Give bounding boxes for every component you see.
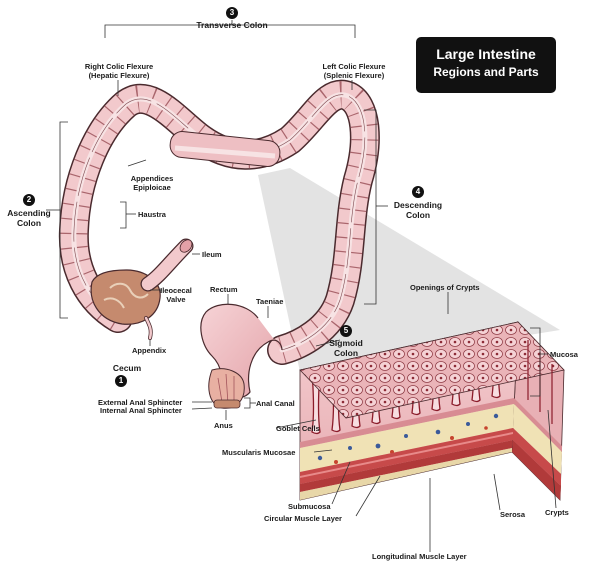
circular-muscle-label: Circular Muscle Layer bbox=[264, 514, 342, 523]
leader-lines bbox=[46, 20, 557, 552]
transverse-highlight bbox=[169, 131, 281, 167]
region-5-label: Sigmoid Colon bbox=[329, 338, 363, 358]
region-1-label: Cecum bbox=[112, 363, 142, 373]
region-2-label: Ascending Colon bbox=[7, 208, 51, 228]
int-sphincter-label: Internal Anal Sphincter bbox=[100, 406, 182, 415]
appendix-label: Appendix bbox=[132, 346, 167, 355]
muscularis-mucosae-label: Muscularis Mucosae bbox=[222, 448, 296, 457]
tissue-block bbox=[299, 321, 565, 501]
region-4-label: Descending Colon bbox=[393, 200, 443, 220]
appendices-label: Appendices Epiploicae bbox=[130, 174, 174, 192]
region-3-badge: 3 bbox=[226, 7, 238, 19]
rectum-shape bbox=[200, 303, 283, 409]
right-flexure-label: Right Colic Flexure (Hepatic Flexure) bbox=[84, 62, 154, 80]
ileocecal-label: Ileocecal Valve bbox=[160, 286, 192, 304]
submucosa-dots bbox=[317, 413, 499, 461]
region-2-badge: 2 bbox=[23, 194, 35, 206]
left-flexure-label: Left Colic Flexure (Splenic Flexure) bbox=[322, 62, 386, 80]
region-5-badge: 5 bbox=[340, 325, 352, 337]
submucosa-label: Submucosa bbox=[288, 502, 331, 511]
anal-canal-label: Anal Canal bbox=[256, 399, 295, 408]
ileum-tube bbox=[140, 238, 194, 292]
title-line-2: Regions and Parts bbox=[433, 65, 539, 79]
rectum-label: Rectum bbox=[210, 285, 238, 294]
serosa-label: Serosa bbox=[500, 510, 526, 519]
openings-of-crypts-label: Openings of Crypts bbox=[410, 283, 480, 292]
goblet-cells-label: Goblet Cells bbox=[276, 424, 320, 433]
haustra-label: Haustra bbox=[138, 210, 166, 219]
longitudinal-muscle-label: Longitudinal Muscle Layer bbox=[372, 552, 467, 561]
mucosa-label: Mucosa bbox=[550, 350, 578, 359]
region-4-badge: 4 bbox=[412, 186, 424, 198]
title-line-1: Large Intestine bbox=[436, 46, 536, 62]
region-1-badge: 1 bbox=[115, 375, 127, 387]
title-panel: Large Intestine Regions and Parts bbox=[416, 37, 556, 93]
colon-tube bbox=[58, 79, 380, 365]
ext-sphincter-label: External Anal Sphincter bbox=[98, 398, 183, 407]
region-3-label: Transverse Colon bbox=[196, 20, 268, 30]
taeniae-label: Taeniae bbox=[256, 297, 284, 306]
anus-label: Anus bbox=[214, 421, 233, 430]
ileum-label: Ileum bbox=[202, 250, 222, 259]
crypts-label: Crypts bbox=[545, 508, 569, 517]
